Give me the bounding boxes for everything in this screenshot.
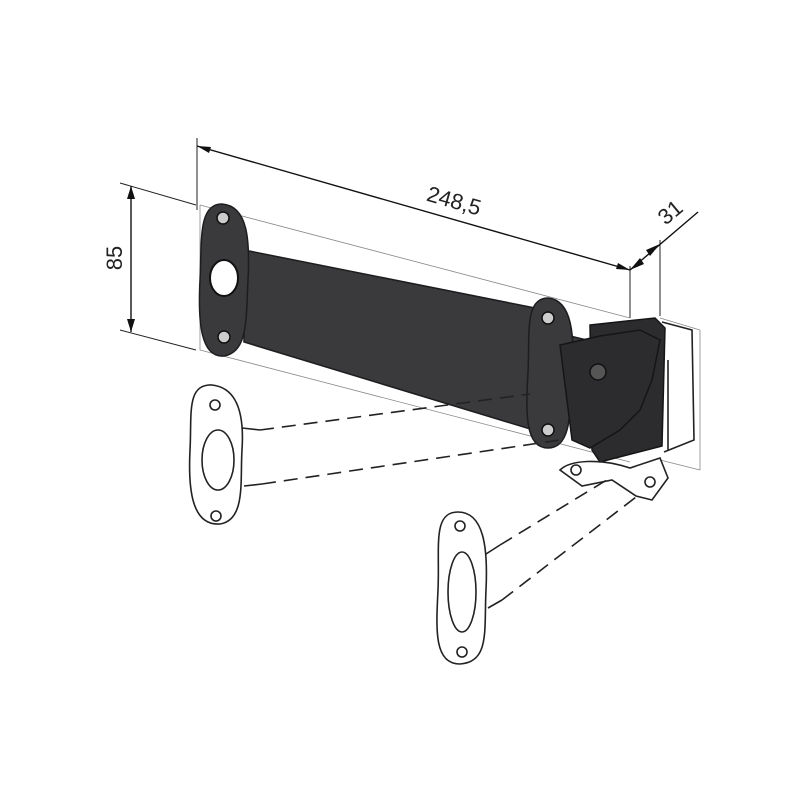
ghost-hole-icon — [456, 646, 468, 658]
length-dimension-line — [196, 145, 631, 271]
hinge-bracket — [198, 203, 666, 463]
ghost-hole-icon — [570, 464, 582, 476]
screw-hole-icon — [541, 423, 555, 437]
ghost-plate-left — [188, 384, 561, 525]
ghost-arm-stub-4 — [487, 599, 503, 609]
ghost-plate-right — [436, 477, 641, 665]
ghost-lug — [558, 321, 695, 501]
ghost-hole-icon — [454, 520, 466, 532]
ghost-arm-stub-2 — [243, 483, 263, 487]
screw-hole-icon — [216, 211, 230, 225]
arrow-head-right — [616, 263, 630, 270]
depth-arrow-head — [630, 258, 644, 270]
length-label: 248,5 — [424, 181, 484, 220]
screw-hole-icon — [541, 311, 555, 325]
ghost-arm-top-dashed-2 — [499, 477, 611, 546]
arrow-head-left — [197, 146, 211, 153]
ghost-flange-left — [188, 384, 244, 525]
ghost-hole-icon — [644, 476, 656, 488]
height-extension-top — [119, 182, 197, 206]
height-extension-bottom — [119, 329, 197, 351]
depth-arrow-head-2 — [646, 244, 660, 256]
ghost-arm-stub — [241, 427, 261, 431]
height-dimension: 85 — [102, 182, 197, 351]
height-label: 85 — [102, 246, 127, 270]
depth-dimension: 31 — [629, 195, 699, 316]
ghost-arm-bottom-dashed-2 — [501, 493, 641, 601]
ghost-slot-icon — [201, 429, 235, 491]
arrow-head-bottom — [127, 319, 135, 332]
ghost-rear-outline — [661, 321, 695, 453]
ghost-flange-right — [436, 511, 488, 665]
ghost-hole-icon — [209, 399, 221, 411]
pivot-pin-icon — [589, 363, 607, 381]
ghost-arm-stub-3 — [485, 544, 501, 555]
ghost-arm-top-dashed — [259, 393, 531, 431]
screw-hole-icon — [217, 330, 231, 344]
hinge-lug — [559, 329, 661, 449]
arrow-head-top — [127, 186, 135, 199]
slot-hole-icon — [209, 259, 239, 297]
ghost-lug-outline — [558, 457, 669, 501]
ghost-arm-bottom-dashed — [261, 439, 561, 485]
ghost-hole-icon — [210, 510, 222, 522]
ghost-slot-icon-2 — [447, 551, 477, 633]
